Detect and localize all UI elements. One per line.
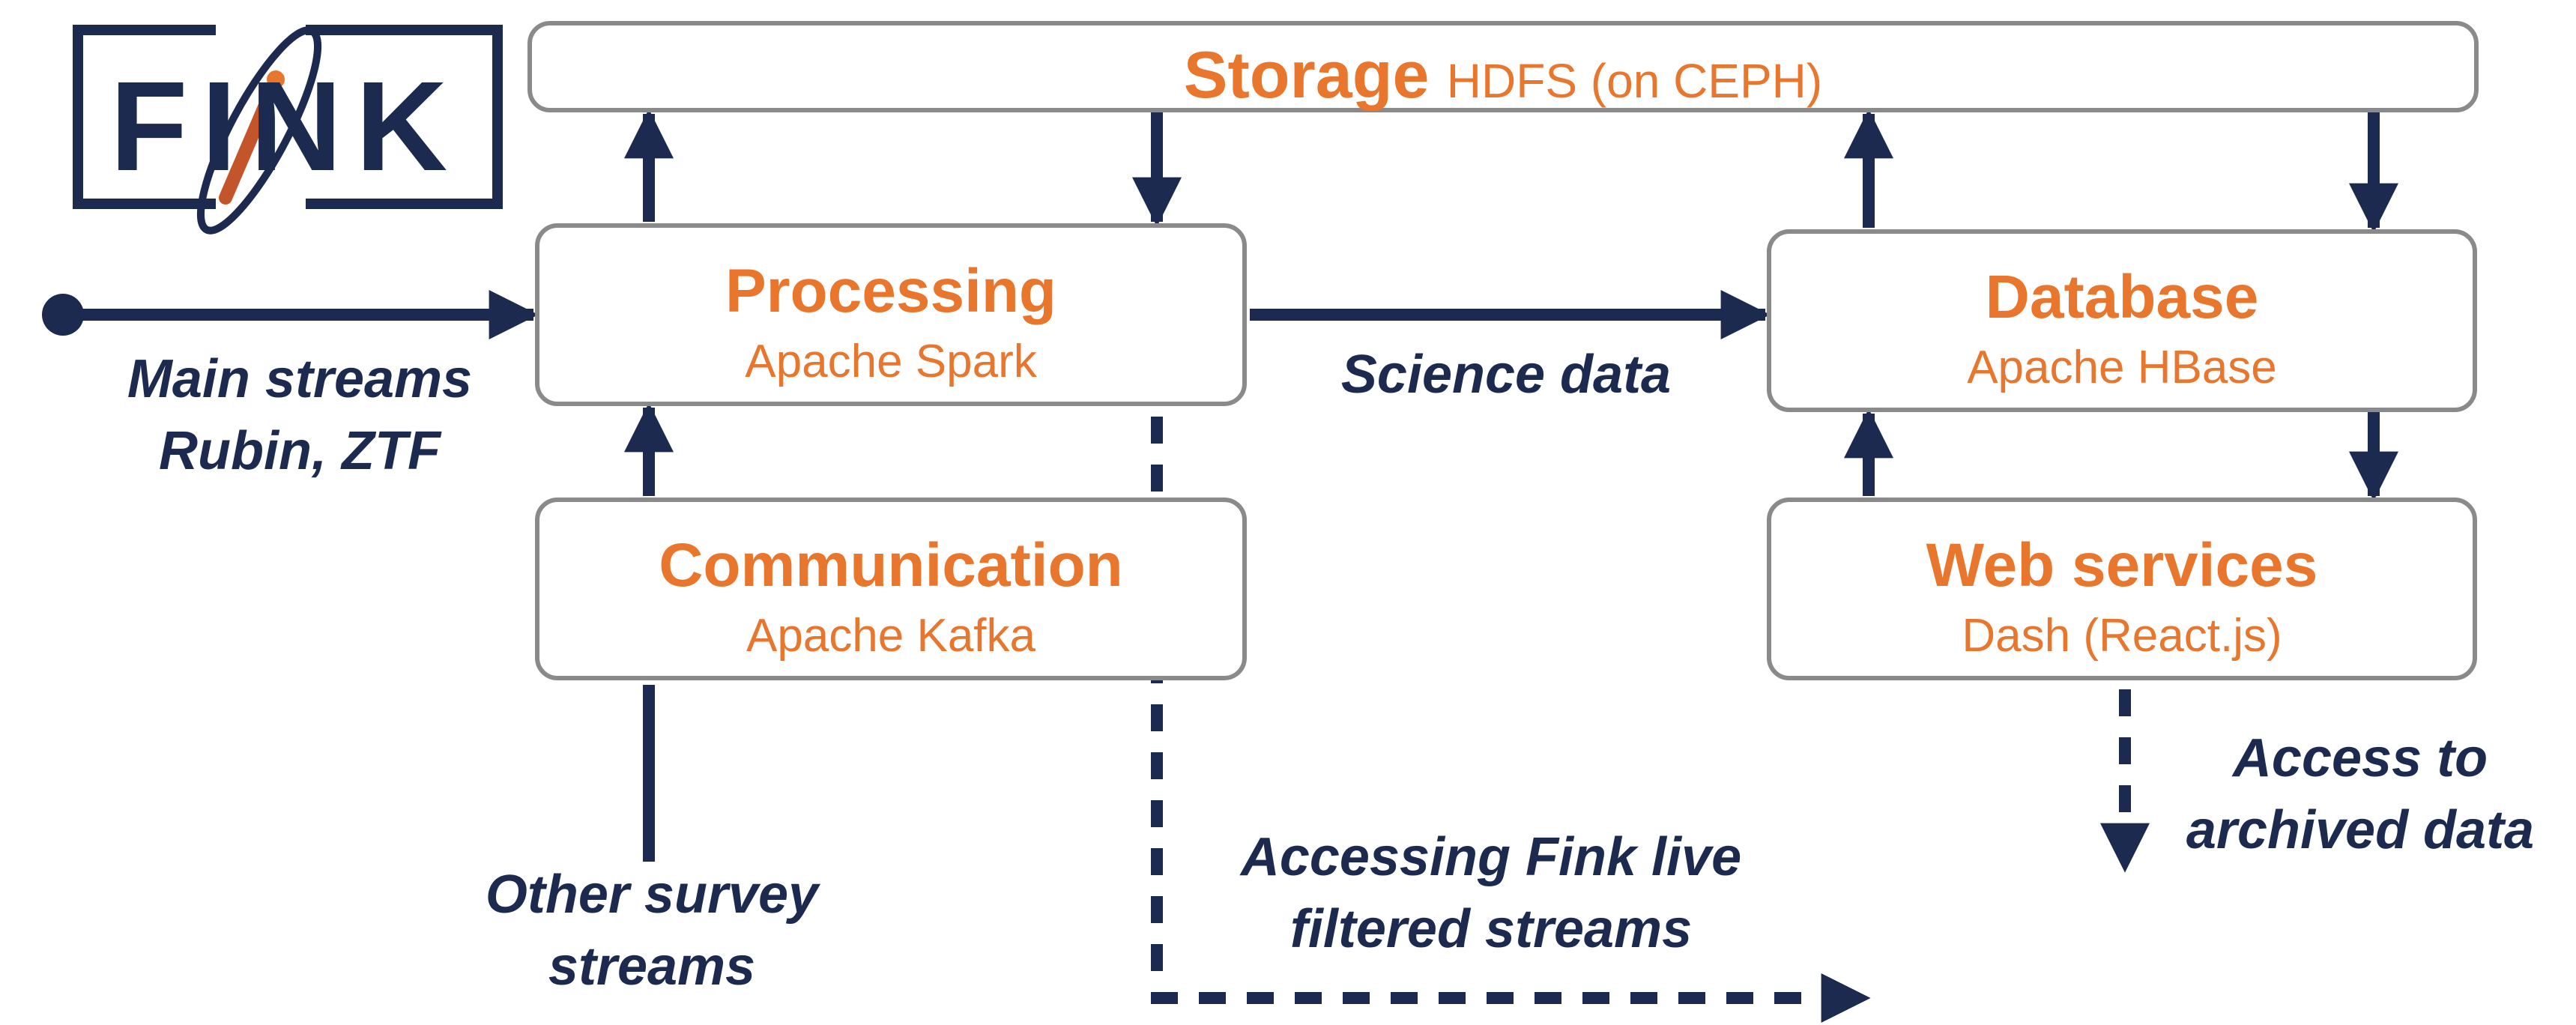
access-archived-data-label: Access to archived data [2186, 728, 2535, 860]
main-streams-label: Main streams Rubin, ZTF [127, 349, 473, 481]
database-box: Database Apache HBase [1767, 229, 2477, 412]
communication-box: Communication Apache Kafka [535, 498, 1247, 680]
web-services-subtitle: Dash (React.js) [1962, 610, 2282, 662]
communication-title: Communication [659, 531, 1123, 599]
communication-subtitle: Apache Kafka [746, 610, 1036, 662]
storage-subtitle: HDFS (on CEPH) [1446, 54, 1823, 108]
storage-title: Storage [1183, 37, 1430, 112]
processing-title: Processing [725, 257, 1057, 325]
web-services-box: Web services Dash (React.js) [1767, 498, 2477, 680]
fink-logo-graphic [73, 18, 503, 235]
other-survey-streams-label: Other survey streams [485, 865, 819, 997]
storage-box: Storage HDFS (on CEPH) [527, 21, 2479, 112]
database-subtitle: Apache HBase [1967, 342, 2277, 393]
fink-logo: FINK [72, 10, 521, 250]
processing-subtitle: Apache Spark [745, 336, 1037, 387]
science-data-label: Science data [1340, 345, 1672, 405]
main-streams-origin-dot [42, 294, 84, 336]
processing-box: Processing Apache Spark [535, 223, 1247, 406]
accessing-live-streams-label: Accessing Fink live filtered streams [1240, 827, 1742, 959]
logo-wordmark: FINK [109, 55, 462, 198]
web-services-title: Web services [1926, 531, 2318, 599]
database-title: Database [1985, 263, 2259, 331]
